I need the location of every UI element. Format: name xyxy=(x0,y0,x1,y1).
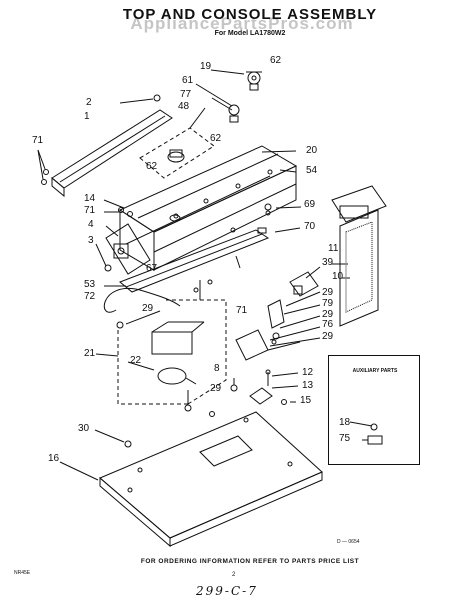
top-panel xyxy=(59,411,323,548)
callout-4: 4 xyxy=(88,219,94,230)
timer-knob xyxy=(195,69,262,123)
callout-29: 29 xyxy=(210,383,222,394)
timer-assembly-box xyxy=(117,299,227,412)
auxiliary-parts-title: AUXILIARY PARTS xyxy=(352,368,398,374)
callout-62: 62 xyxy=(210,133,222,144)
callout-14: 14 xyxy=(84,193,96,204)
auxiliary-parts-box: AUXILIARY PARTS 18 75 xyxy=(328,355,420,465)
callout-79: 79 xyxy=(322,298,334,309)
lint-filter xyxy=(331,185,387,327)
callout-15: 15 xyxy=(300,395,312,406)
callout-30: 30 xyxy=(78,423,90,434)
callout-69: 69 xyxy=(304,199,316,210)
door-catch-parts xyxy=(249,369,299,405)
callout-29: 29 xyxy=(322,287,334,298)
callout-12: 12 xyxy=(302,367,314,378)
ordering-note: FOR ORDERING INFORMATION REFER TO PARTS … xyxy=(140,558,360,565)
callout-71: 71 xyxy=(32,135,44,146)
wire-harness xyxy=(103,287,181,329)
callout-20: 20 xyxy=(306,145,318,156)
model-number: For Model LA1780W2 xyxy=(214,30,286,37)
screw-2 xyxy=(119,94,161,104)
handwritten-note: 299-C-7 xyxy=(196,584,258,598)
callout-19: 19 xyxy=(200,61,212,72)
callout-71: 71 xyxy=(84,205,96,216)
aux-parts-drawings xyxy=(349,421,383,445)
callout-72: 72 xyxy=(84,291,96,302)
callout-16: 16 xyxy=(48,453,60,464)
screw-8 xyxy=(209,378,238,417)
leader-lines xyxy=(95,97,350,371)
callout-18: 18 xyxy=(339,417,351,428)
control-knob-box xyxy=(139,107,215,179)
callout-29: 29 xyxy=(322,331,334,342)
callout-10: 10 xyxy=(332,271,344,282)
callout-53: 53 xyxy=(84,279,96,290)
screws-71-left xyxy=(37,149,49,185)
callout-48: 48 xyxy=(178,101,190,112)
callout-71: 71 xyxy=(236,305,248,316)
callout-54: 54 xyxy=(306,165,318,176)
drawing-reference: D — 0654 xyxy=(337,539,360,545)
callout-29: 29 xyxy=(142,303,154,314)
console-end-cap xyxy=(257,203,302,234)
watermark-text: AppliancePartsPros.com xyxy=(130,14,354,33)
callout-70: 70 xyxy=(304,221,316,232)
callout-8: 8 xyxy=(214,363,220,374)
callout-11: 11 xyxy=(328,243,339,254)
console-panel xyxy=(118,145,298,271)
callout-22: 22 xyxy=(130,355,142,366)
document-code: NR45E xyxy=(14,570,31,576)
callout-76: 76 xyxy=(322,319,334,330)
callout-29: 29 xyxy=(322,309,334,320)
callout-67: 67 xyxy=(146,263,158,274)
end-panel-left xyxy=(51,109,173,198)
callout-77: 77 xyxy=(180,89,192,100)
callout-21: 21 xyxy=(84,348,96,359)
callout-13: 13 xyxy=(302,380,314,391)
callout-1: 1 xyxy=(84,111,90,122)
callout-39: 39 xyxy=(322,257,334,268)
callout-2: 2 xyxy=(86,97,92,108)
page-number: 2 xyxy=(232,572,236,578)
callout-61: 61 xyxy=(182,75,194,86)
callout-3: 3 xyxy=(88,235,94,246)
end-bracket-left xyxy=(95,207,151,275)
callout-62: 62 xyxy=(270,55,282,66)
switch-assemblies xyxy=(235,271,319,361)
callout-62: 62 xyxy=(146,161,158,172)
diagram-title: TOP AND CONSOLE ASSEMBLY xyxy=(122,6,378,23)
callout-75: 75 xyxy=(339,433,351,444)
